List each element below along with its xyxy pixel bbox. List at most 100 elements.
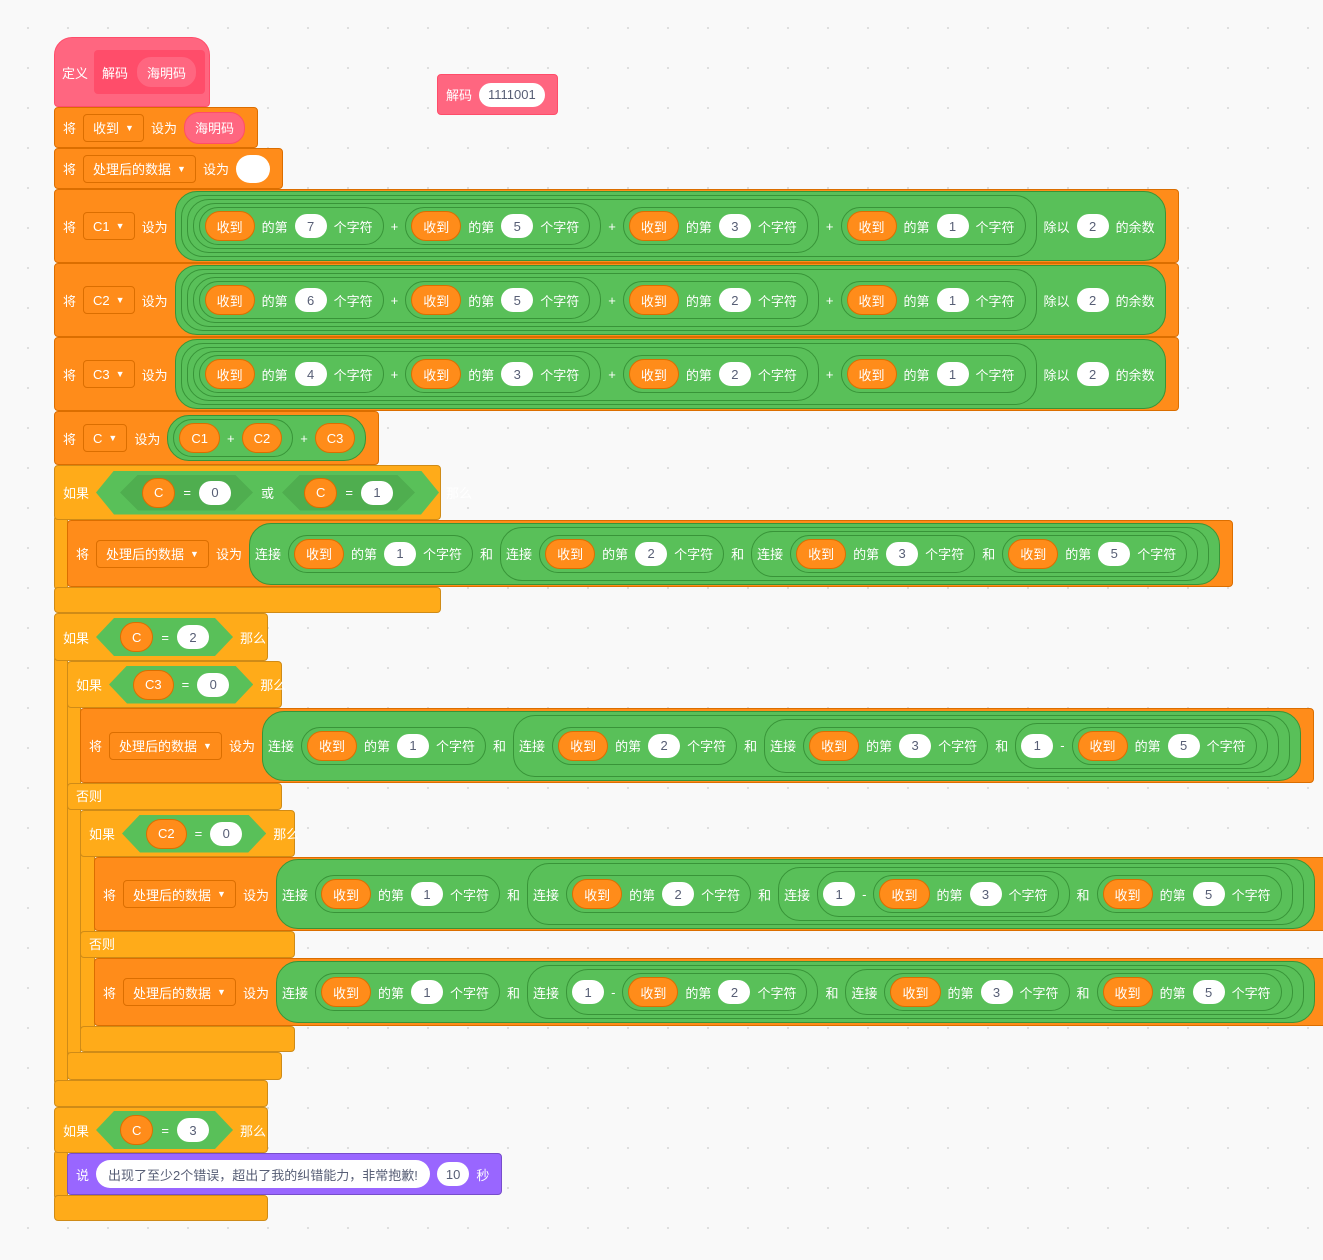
variable-reporter[interactable]: 收到 [1102, 977, 1153, 1007]
variable-reporter[interactable]: C [304, 478, 337, 508]
set-data-block[interactable]: 将处理后的数据▼设为 [54, 148, 283, 189]
number-input[interactable]: 3 [969, 882, 1002, 906]
variable-reporter[interactable]: 收到 [411, 285, 462, 315]
variable-reporter[interactable]: 收到 [1008, 538, 1059, 569]
variable-reporter[interactable]: 收到 [628, 977, 679, 1007]
number-input[interactable]: 2 [662, 882, 695, 906]
param-reporter[interactable]: 海明码 [136, 56, 198, 88]
number-input[interactable]: 10 [436, 1162, 470, 1186]
operator-reporter[interactable]: C1+C2+C3 [167, 415, 367, 461]
variable-reporter[interactable]: C [142, 478, 175, 508]
number-input[interactable]: 2 [718, 362, 751, 386]
variable-dropdown[interactable]: C2▼ [83, 286, 135, 314]
number-input[interactable]: 2 [177, 625, 209, 649]
number-input[interactable]: 1 [936, 362, 969, 386]
variable-reporter[interactable]: 收到 [411, 211, 462, 241]
define-hat-block[interactable]: 定义 解码 海明码 [54, 37, 210, 107]
variable-reporter[interactable]: 收到 [846, 359, 897, 389]
variable-dropdown[interactable]: C1▼ [83, 212, 135, 240]
number-input[interactable]: 3 [886, 541, 919, 566]
variable-reporter[interactable]: 收到 [411, 359, 462, 389]
number-input[interactable]: 2 [648, 733, 681, 758]
variable-reporter[interactable]: 收到 [796, 538, 847, 569]
variable-reporter[interactable]: 收到 [628, 359, 679, 389]
text-input[interactable]: 出现了至少2个错误，超出了我的纠错能力，非常抱歉! [96, 1160, 430, 1188]
variable-dropdown[interactable]: 处理后的数据▼ [123, 978, 236, 1006]
variable-dropdown[interactable]: 处理后的数据▼ [83, 154, 196, 183]
number-input[interactable]: 1 [936, 288, 969, 312]
variable-reporter[interactable]: 收到 [204, 359, 255, 389]
number-input[interactable]: 1 [384, 541, 417, 566]
number-input[interactable]: 2 [1076, 214, 1109, 238]
variable-reporter[interactable]: 收到 [809, 730, 860, 761]
variable-dropdown[interactable]: 处理后的数据▼ [109, 731, 222, 760]
number-input[interactable]: 1 [1021, 733, 1054, 758]
call-arg-input[interactable]: 1111001 [479, 82, 545, 107]
number-input[interactable]: 3 [501, 362, 534, 386]
variable-reporter[interactable]: 收到 [846, 211, 897, 241]
variable-reporter[interactable]: C2 [146, 819, 187, 849]
variable-dropdown[interactable]: 处理后的数据▼ [96, 539, 209, 568]
variable-reporter[interactable]: 收到 [545, 538, 596, 569]
number-input[interactable]: 1 [411, 980, 444, 1004]
number-input[interactable]: 1 [411, 882, 444, 906]
variable-reporter[interactable]: 收到 [628, 285, 679, 315]
boolean-condition[interactable]: C=2 [96, 618, 233, 656]
call-decode-block[interactable]: 解码 1111001 [437, 74, 558, 115]
variable-dropdown[interactable]: C3▼ [83, 360, 135, 388]
param-reporter[interactable]: 海明码 [183, 111, 245, 144]
number-input[interactable]: 3 [899, 733, 932, 758]
number-input[interactable]: 0 [210, 822, 242, 846]
number-input[interactable]: 1 [397, 733, 430, 758]
variable-reporter[interactable]: 收到 [204, 285, 255, 315]
variable-reporter[interactable]: 收到 [846, 285, 897, 315]
number-input[interactable]: 5 [1167, 733, 1200, 758]
number-input[interactable]: 2 [718, 980, 751, 1004]
empty-input[interactable] [235, 154, 270, 183]
number-input[interactable]: 3 [177, 1118, 209, 1142]
variable-dropdown[interactable]: 处理后的数据▼ [123, 880, 236, 908]
number-input[interactable]: 6 [294, 288, 327, 312]
